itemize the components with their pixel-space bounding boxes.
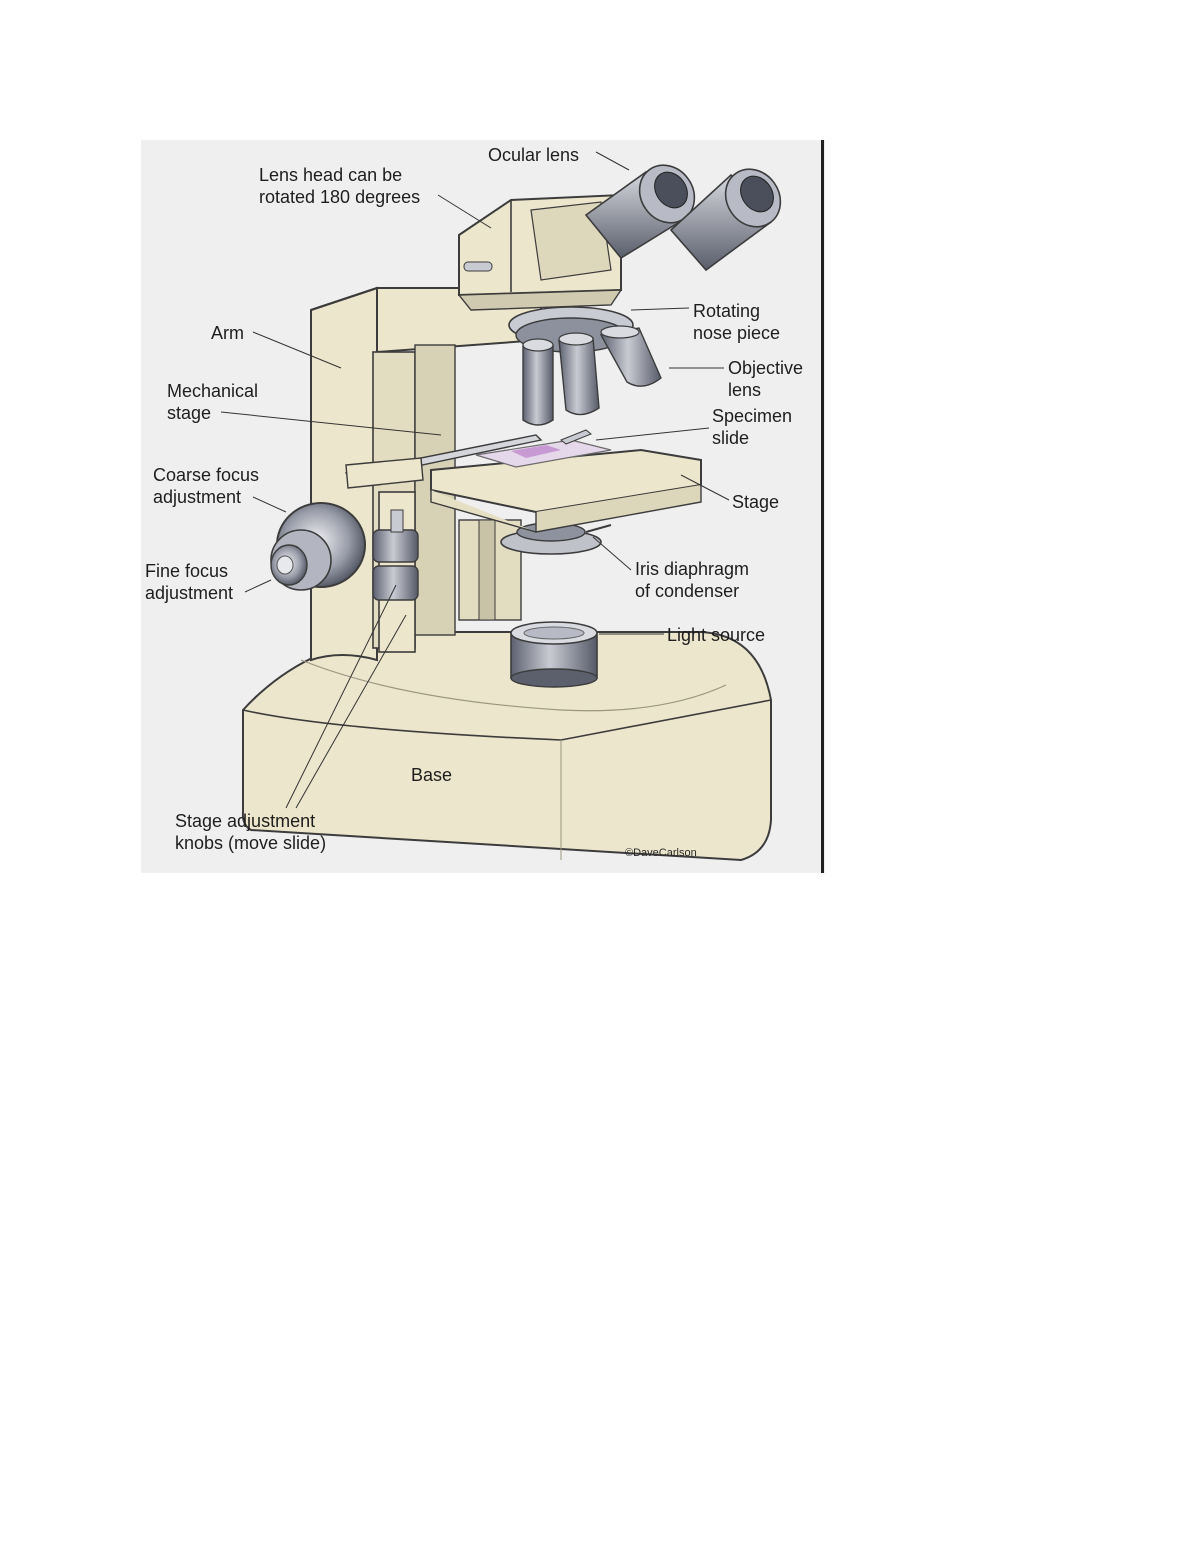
mechanical-stage [344,429,592,489]
label-objective-lens: Objective lens [728,358,804,400]
label-light-source: Light source [667,625,766,645]
label-coarse-focus: Coarse focus adjustment [153,465,260,507]
microscope-drawing [220,151,782,862]
ocular-lenses [584,164,782,272]
objective-lenses [522,325,662,426]
leader-lines [220,151,730,809]
specimen-slide [475,439,612,468]
label-ocular-lens: Ocular lens [488,145,580,165]
condenser-assembly [458,519,612,621]
label-stage-adjustment-knobs: Stage adjustment knobs (move slide) [175,811,327,853]
label-arm: Arm [211,323,244,343]
lens-head [457,193,623,311]
label-fine-focus: Fine focus adjustment [145,561,234,603]
label-stage: Stage [732,492,780,512]
stage-platform [430,448,702,533]
focus-column [372,491,419,653]
label-mechanical-stage: Mechanical stage [167,381,259,423]
light-source [510,621,598,688]
coarse-fine-focus-knob [270,502,366,591]
microscope-figure: Ocular lens Lens head can be rotated 180… [141,140,825,873]
credit-text: ©DaveCarlson [625,847,697,859]
label-specimen-slide: Specimen slide [712,406,793,448]
figure-right-border [821,140,824,873]
label-iris-diaphragm: Iris diaphragm of condenser [635,559,750,601]
label-rotating-nose-piece: Rotating nose piece [693,301,781,343]
label-lens-head: Lens head can be rotated 180 degrees [259,165,421,207]
microscope-base [241,630,772,862]
label-base: Base [411,765,453,785]
